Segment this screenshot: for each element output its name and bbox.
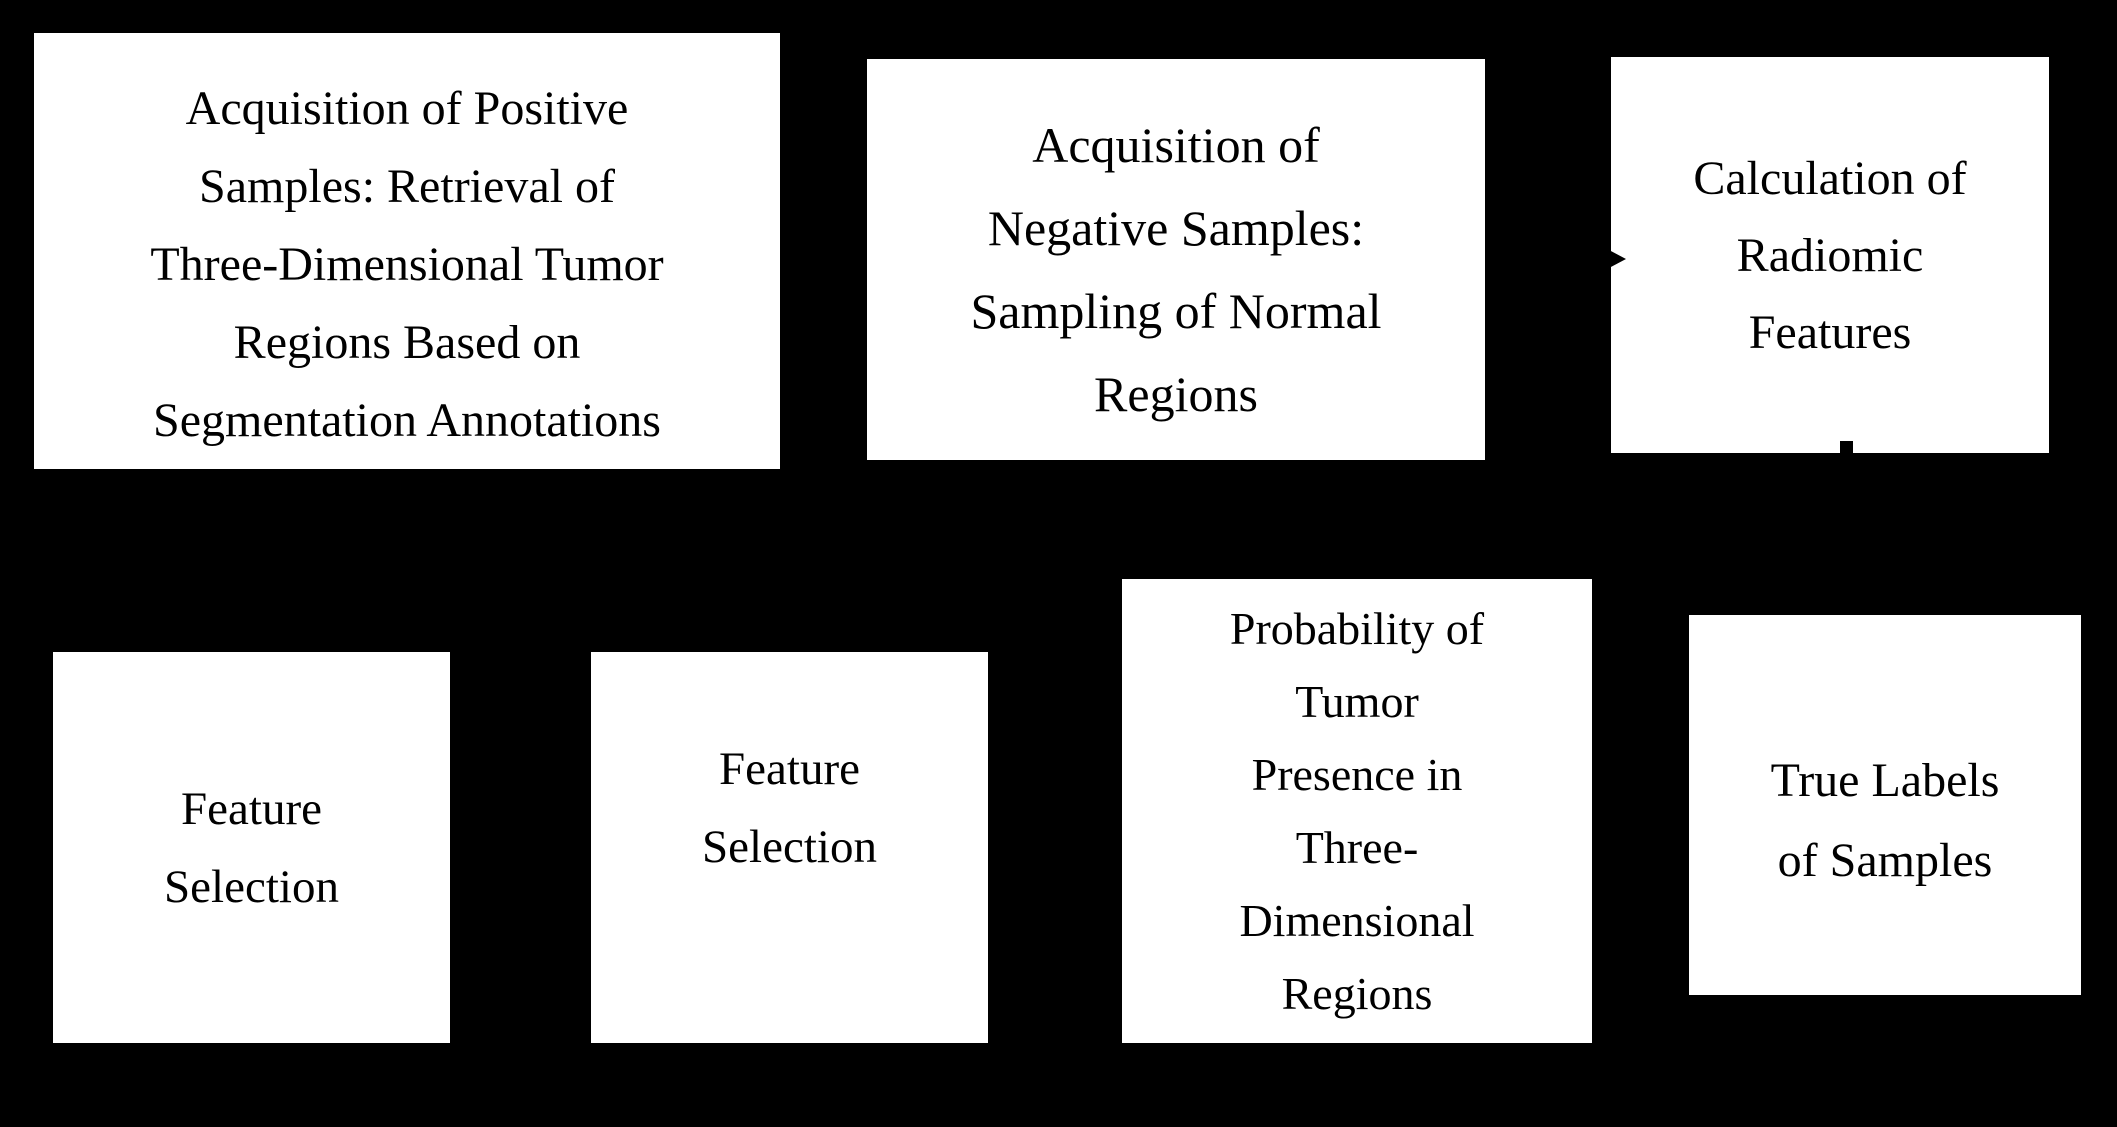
node-feature-selection-2: Feature Selection [591, 652, 988, 1043]
node-tumor-presence-probability: Probability of Tumor Presence in Three- … [1122, 579, 1592, 1043]
node-calculation-radiomic-features: Calculation of Radiomic Features [1611, 57, 2049, 453]
node-true-labels-of-samples: True Labels of Samples [1689, 615, 2081, 995]
node-label: Acquisition of Positive Samples: Retriev… [150, 82, 664, 447]
node-label: Feature Selection [702, 743, 877, 873]
node-label: Probability of Tumor Presence in Three- … [1229, 603, 1485, 1019]
node-label: True Labels of Samples [1770, 754, 2000, 887]
node-label: Feature Selection [164, 782, 339, 913]
connector-line-stub [1840, 441, 1853, 453]
node-acquisition-negative-samples: Acquisition of Negative Samples: Samplin… [867, 59, 1485, 460]
node-feature-selection-1: Feature Selection [53, 652, 450, 1043]
connector-arrowhead-icon [1609, 250, 1626, 268]
node-label: Calculation of Radiomic Features [1693, 151, 1967, 359]
node-label: Acquisition of Negative Samples: Samplin… [970, 116, 1382, 422]
node-acquisition-positive-samples: Acquisition of Positive Samples: Retriev… [34, 33, 780, 469]
